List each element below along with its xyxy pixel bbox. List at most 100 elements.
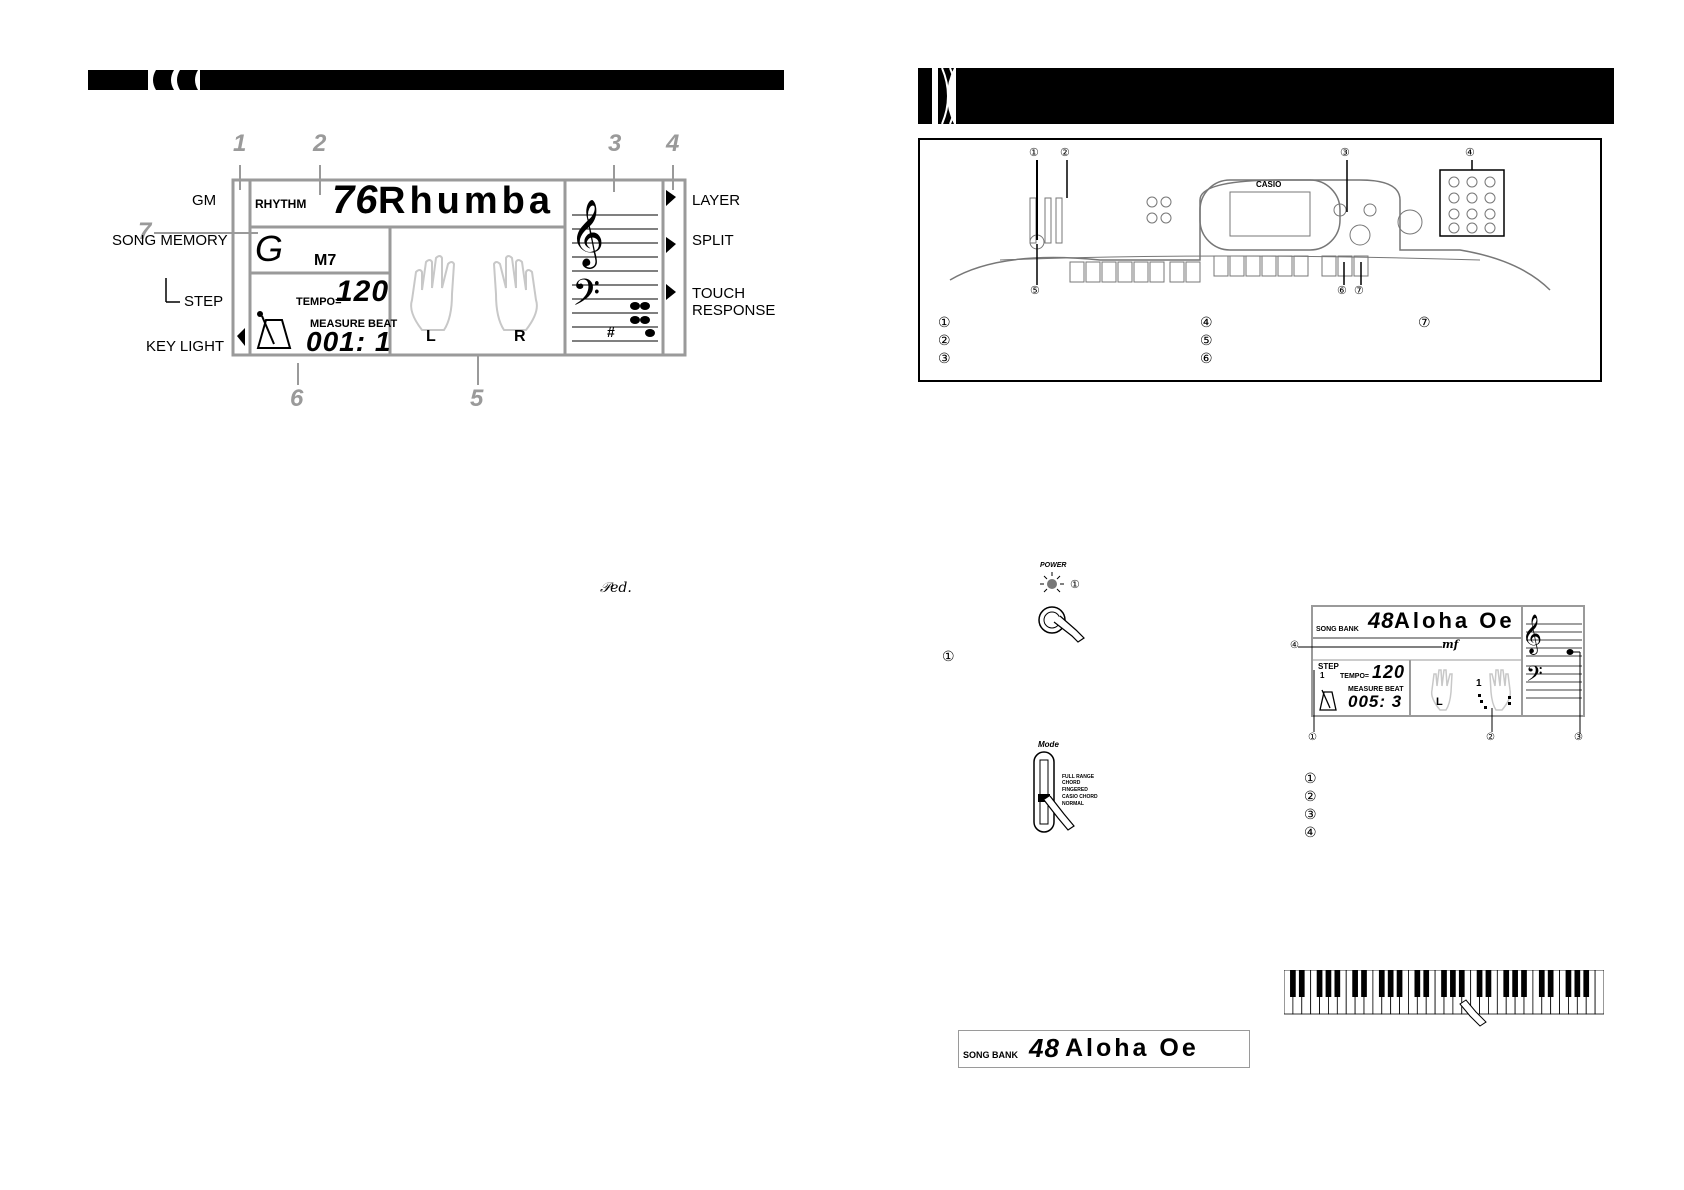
black-key <box>1512 970 1518 997</box>
song-callout-4: ④ <box>1290 640 1299 651</box>
callout-1: 1 <box>233 130 248 157</box>
tempo-label: TEMPO= <box>296 296 342 308</box>
black-key <box>1290 970 1296 997</box>
song-legend-1: ① <box>1304 770 1317 786</box>
black-key <box>1414 970 1421 997</box>
touch-label: TOUCH <box>692 285 746 302</box>
measure-beat-value-small: 005: 3 <box>1348 692 1403 711</box>
song-callout-3: ③ <box>1574 732 1583 743</box>
power-callout: ① <box>1070 579 1080 591</box>
song-display: SONG BANK 48 Aloha Oe mf STEP 1 TEMPO= 1… <box>1290 600 1610 750</box>
panel-callout-4: ④ <box>1465 147 1475 159</box>
left-header-bar-graphic <box>88 70 784 90</box>
legend-1: ① <box>938 314 951 330</box>
bass-clef-icon: 𝄢 <box>572 272 601 323</box>
tempo-value-small: 120 <box>1372 662 1406 682</box>
step-label-small: STEP <box>1318 662 1339 671</box>
chord-type: M7 <box>314 252 337 269</box>
song-callout-2: ② <box>1486 732 1495 743</box>
song-bank-label: SONG BANK <box>1316 626 1359 633</box>
legend-7: ⑦ <box>1418 314 1431 330</box>
black-key <box>1476 970 1483 997</box>
rhythm-label: RHYTHM <box>255 197 307 211</box>
mode-label: Mode <box>1038 740 1059 749</box>
black-key <box>1521 970 1527 997</box>
black-key <box>1565 970 1572 997</box>
layer-label: LAYER <box>692 192 741 209</box>
power-label: POWER <box>1040 562 1067 569</box>
callout-3: 3 <box>608 130 623 157</box>
callout-6: 6 <box>290 385 305 412</box>
song-legend-4: ④ <box>1304 824 1317 840</box>
measure-beat-label: MEASURE BEAT <box>310 318 398 330</box>
right-header-bar <box>918 68 1614 124</box>
hand-left-letter: L <box>426 328 436 345</box>
step-label: STEP <box>184 293 224 310</box>
black-key <box>1325 970 1332 997</box>
black-key <box>1378 970 1385 997</box>
treble-clef-small-icon: 𝄞 <box>1522 614 1543 654</box>
tempo-label-small: TEMPO= <box>1340 673 1369 680</box>
rhythm-name: Rhumba <box>378 180 554 222</box>
keyboard-panel-graphic <box>949 160 1551 291</box>
gm-label: GM <box>192 192 217 209</box>
treble-clef-icon: 𝄞 <box>570 198 605 266</box>
pedal-mark: 𝒫𝑒𝑑. <box>600 580 632 596</box>
dynamic-mark: mf <box>1442 638 1459 651</box>
callout-7: 7 <box>138 218 153 245</box>
power-figure: POWER ① <box>1020 562 1120 652</box>
legend-6: ⑥ <box>1200 350 1213 366</box>
split-label: SPLIT <box>692 232 734 249</box>
tempo-value: 120 <box>336 275 390 308</box>
callout-4: 4 <box>666 130 681 157</box>
chord-root: G <box>255 228 285 269</box>
legend-2: ② <box>938 332 951 348</box>
black-key <box>1352 970 1358 997</box>
rhythm-number: 76 <box>332 178 379 222</box>
black-key <box>1547 970 1554 997</box>
keyboard-panel-box: CASIO ① ② ③ ④ ⑤ ⑥ ⑦ ① ② ③ ④ ⑤ ⑥ ⑦ <box>918 138 1602 382</box>
song-name: Aloha Oe <box>1394 608 1515 633</box>
song-legend-3: ③ <box>1304 806 1317 822</box>
black-key <box>1334 970 1341 997</box>
song-display-frame <box>1298 605 1585 734</box>
black-key <box>1450 970 1456 997</box>
mode-option-casio-chord: CASIO CHORD <box>1062 794 1098 800</box>
mode-option-normal: NORMAL <box>1062 801 1084 807</box>
legend-4: ④ <box>1200 314 1213 330</box>
step-value: 1 <box>1320 671 1325 680</box>
panel-callout-1: ① <box>1029 147 1039 159</box>
white-key <box>1594 970 1604 1015</box>
song-memory-label: SONG MEMORY <box>112 232 228 249</box>
panel-callout-7: ⑦ <box>1354 285 1364 297</box>
mode-figure: Mode FULL RANGE CHORD FINGERED CASIO CHO… <box>1028 740 1138 840</box>
black-key <box>1583 970 1590 997</box>
power-button-icon <box>1038 572 1085 643</box>
black-key <box>1485 970 1492 997</box>
legend-5: ⑤ <box>1200 332 1213 348</box>
black-key <box>1458 970 1465 997</box>
mode-option-full-range: FULL RANGE CHORD <box>1062 774 1095 786</box>
black-key <box>1441 970 1447 997</box>
panel-callout-2: ② <box>1060 147 1070 159</box>
left-header-bar <box>88 70 784 90</box>
sharp-sign: # <box>607 324 615 340</box>
display-diagram: 1 2 3 4 7 6 5 <box>100 130 790 420</box>
bottom-song-name: Aloha Oe <box>1065 1034 1199 1062</box>
mode-option-fingered: FINGERED <box>1062 787 1088 793</box>
callout-5: 5 <box>470 385 485 412</box>
black-key <box>1387 970 1394 997</box>
legend-3: ③ <box>938 350 951 366</box>
pressing-hand-icon <box>1459 999 1487 1027</box>
song-legend-2: ② <box>1304 788 1317 804</box>
piano-keys-graphic <box>1284 970 1604 1027</box>
black-key <box>1361 970 1367 997</box>
display-frame <box>154 165 687 385</box>
hand-left-letter-small: L <box>1436 696 1443 708</box>
panel-callout-6: ⑥ <box>1337 285 1347 297</box>
piano-keyboard <box>1284 970 1604 1030</box>
song-callout-1: ① <box>1308 732 1317 743</box>
bottom-display: SONG BANK 48 Aloha Oe <box>958 1030 1250 1068</box>
black-key <box>1316 970 1323 997</box>
measure-beat-label-small: MEASURE BEAT <box>1348 686 1404 693</box>
